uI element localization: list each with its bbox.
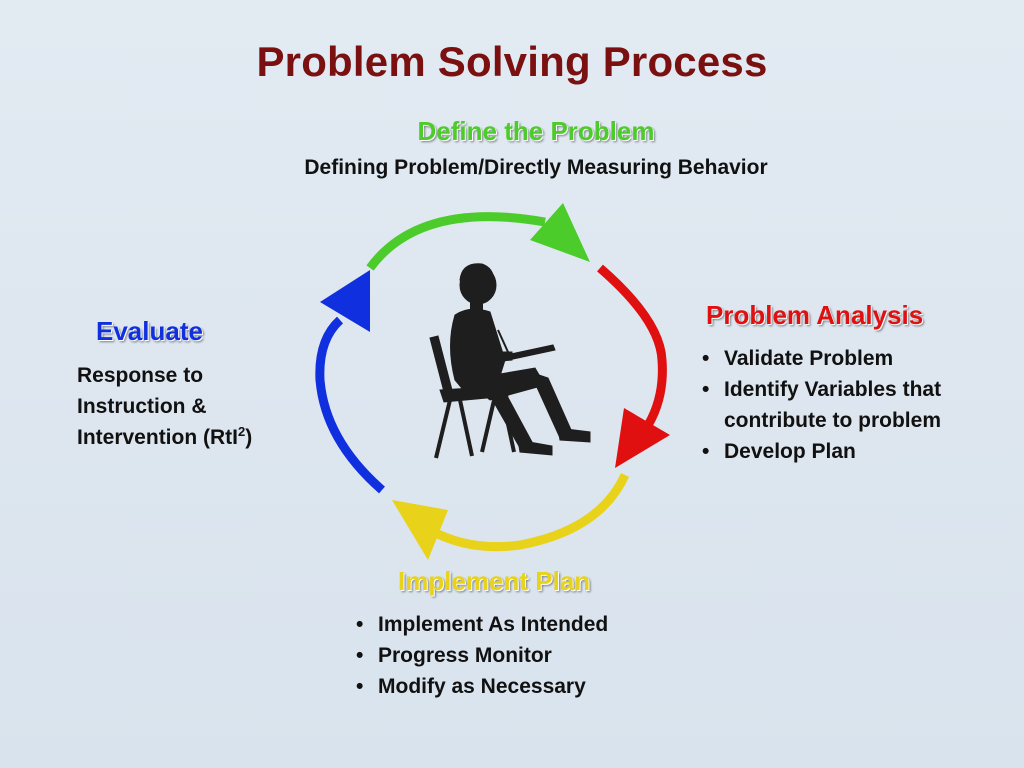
bullet-icon: • xyxy=(356,613,364,636)
evaluate-line-1: Response to xyxy=(77,364,204,387)
list-item-label: Validate Problem xyxy=(724,347,894,370)
evaluate-arrow-head xyxy=(320,270,370,332)
list-item-label: Progress Monitor xyxy=(378,644,552,667)
analysis-arrow-arc xyxy=(597,264,667,433)
list-item-label: Identify Variables that contribute to pr… xyxy=(724,378,942,432)
analysis-arrow-head xyxy=(615,408,670,468)
bullet-icon: • xyxy=(356,675,364,698)
define-problem-subtitle: Defining Problem/Directly Measuring Beha… xyxy=(304,156,768,179)
implement-arrow-head xyxy=(392,500,448,560)
evaluate-description: Response to Instruction & Intervention (… xyxy=(77,360,317,453)
list-item-label: Develop Plan xyxy=(724,440,856,463)
problem-analysis-list: • Validate Problem • Identify Variables … xyxy=(698,343,998,467)
evaluate-heading: Evaluate xyxy=(96,316,203,346)
implement-plan-list: • Implement As Intended • Progress Monit… xyxy=(352,609,682,702)
bullet-icon: • xyxy=(356,644,364,667)
implement-plan-heading: Implement Plan xyxy=(398,566,591,596)
page-title: Problem Solving Process xyxy=(256,38,768,85)
evaluate-arrow-arc xyxy=(315,316,385,494)
evaluate-line-3-close: ) xyxy=(245,426,253,449)
define-arrow-arc xyxy=(366,212,546,271)
list-item: • Progress Monitor xyxy=(352,640,682,671)
bullet-icon: • xyxy=(702,440,710,463)
list-item: • Modify as Necessary xyxy=(352,671,682,702)
list-item-label: Modify as Necessary xyxy=(378,675,586,698)
evaluate-line-3-text: Intervention (RtI xyxy=(77,426,238,449)
evaluate-superscript: 2 xyxy=(238,424,246,439)
person-writing-at-desk-icon xyxy=(429,263,591,459)
list-item: • Develop Plan xyxy=(698,436,998,467)
list-item: • Identify Variables that contribute to … xyxy=(698,374,998,436)
bullet-icon: • xyxy=(702,378,710,401)
define-problem-heading: Define the Problem xyxy=(417,116,655,146)
list-item: • Implement As Intended xyxy=(352,609,682,640)
evaluate-line-3: Intervention (RtI2) xyxy=(77,422,317,453)
define-arrow-head xyxy=(530,203,590,262)
problem-analysis-heading: Problem Analysis xyxy=(706,300,924,330)
list-item: • Validate Problem xyxy=(698,343,998,374)
bullet-icon: • xyxy=(702,347,710,370)
list-item-label: Implement As Intended xyxy=(378,613,609,636)
evaluate-line-2: Instruction & xyxy=(77,395,207,418)
implement-arrow-arc xyxy=(427,473,630,552)
